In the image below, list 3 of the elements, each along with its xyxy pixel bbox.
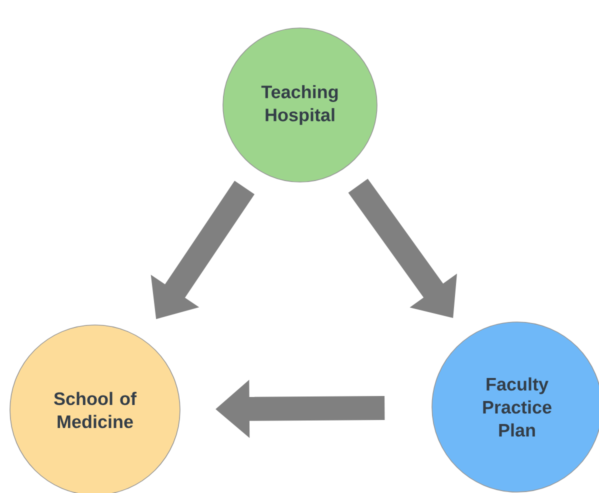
circle-node: School of Medicine bbox=[10, 324, 180, 493]
circle-node: Teaching Hospital bbox=[222, 28, 378, 182]
circle-node: Faculty Practice Plan bbox=[432, 322, 599, 492]
